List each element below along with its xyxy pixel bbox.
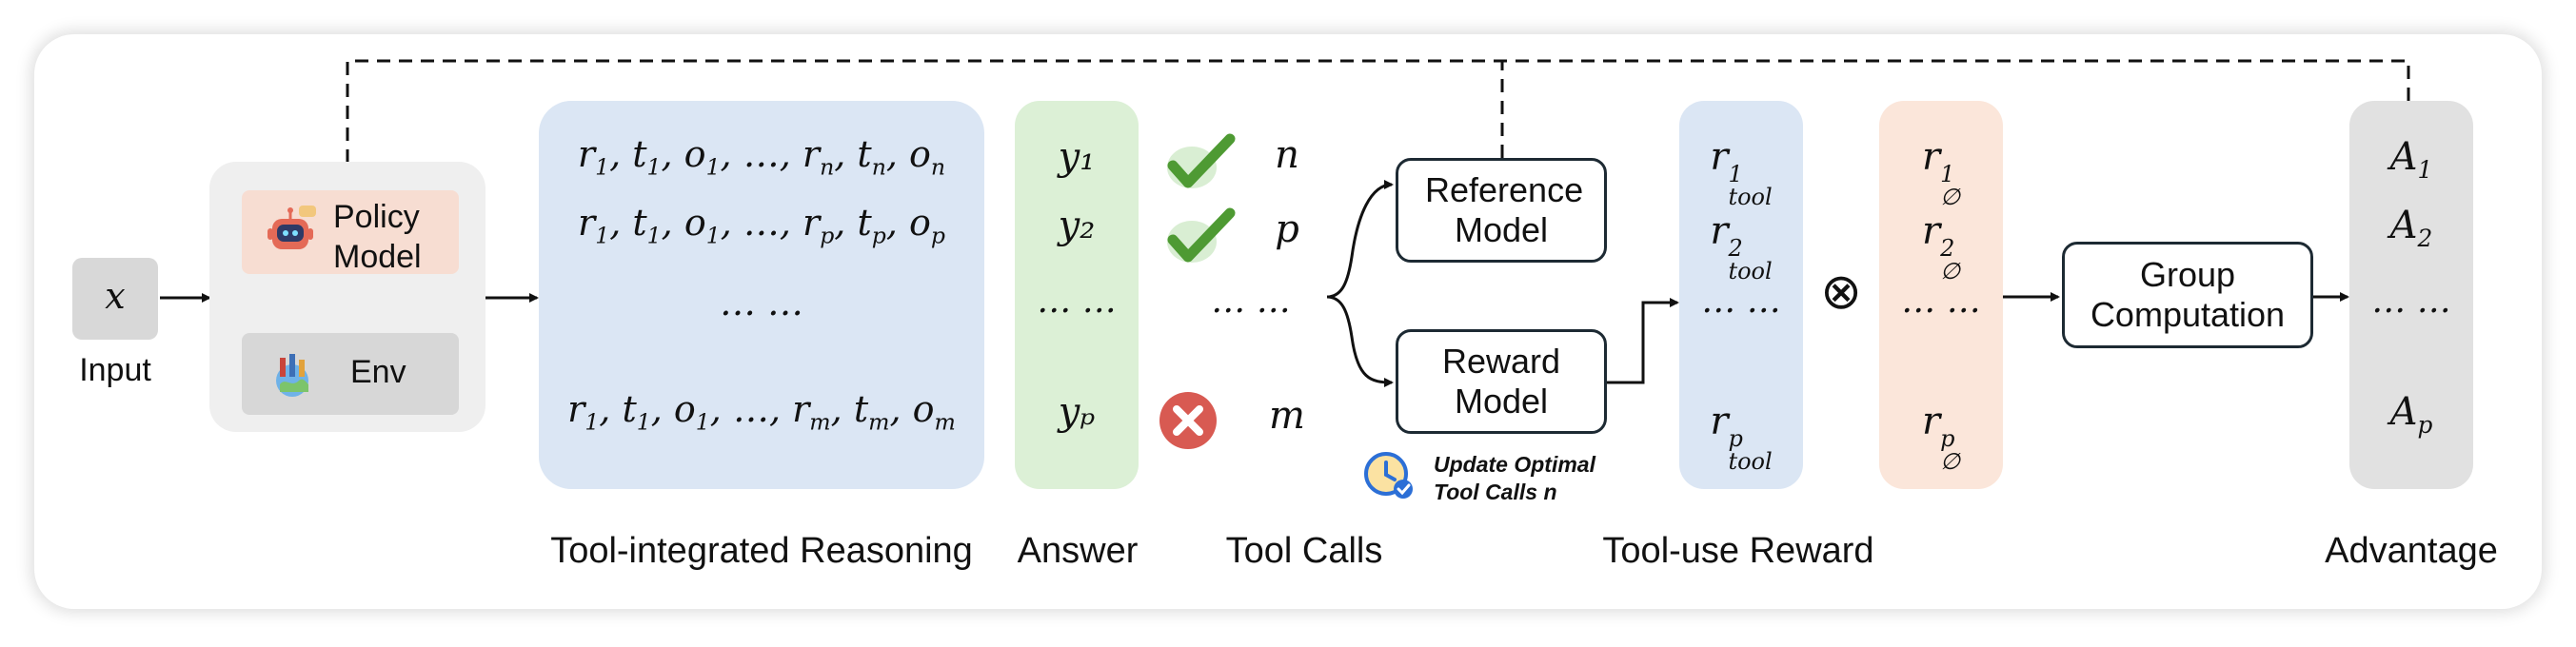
toolcall-ellipsis: … … [1211,282,1291,321]
reward-model-box: Reward Model [1396,329,1607,434]
answer-yp: yₚ [1058,390,1096,434]
check-icon [1167,207,1236,263]
reference-model-label: Reference Model [1425,169,1584,249]
arrow-reward-toolreward [1605,298,1679,384]
clock-check-icon [1364,452,1413,499]
answer-ellipsis: … … [1037,282,1117,321]
tool-reward-label: Tool-use Reward [1602,531,1874,571]
advantage-1: A1 [2389,135,2433,184]
reasoning-row: … … [719,282,804,324]
null-reward-panel [1879,101,2003,489]
robot-icon [268,206,316,249]
answer-panel [1015,101,1139,489]
advantage-2: A2 [2389,204,2433,252]
advantage-p: Ap [2389,390,2433,439]
answer-y1: y₁ [1058,135,1096,179]
multiply-operator: ⊗ [1820,265,1862,320]
advantage-panel [2349,101,2473,489]
policy-model-line1: Policy [333,199,420,235]
update-note-line1: Update Optimal [1434,452,1595,477]
globe-factory-icon [276,354,308,397]
reference-model-box: Reference Model [1396,158,1607,263]
toolcall-n: n [1275,133,1299,177]
policy-model-line2: Model [333,239,422,275]
toolcall-m: m [1269,394,1305,438]
cross-icon [1159,392,1217,449]
group-line1: Group [2139,254,2236,294]
reasoning-row: r1, t1, o1, …, rn, tn, on [577,133,946,181]
reasoning-row: r1, t1, o1, …, rm, tm, om [567,388,956,436]
advantage-ellipsis: … … [2371,282,2451,321]
tool-reward-ellipsis: … … [1701,282,1781,321]
reward-model-label: Reward Model [1441,341,1561,421]
check-icon [1167,133,1236,188]
answer-y2: y₂ [1058,204,1096,247]
advantage-label: Advantage [2325,531,2498,571]
input-symbol: x [105,275,126,317]
toolcall-p: p [1275,207,1299,251]
split-to-reward [1326,295,1394,387]
toolcalls-label: Tool Calls [1225,531,1383,571]
reasoning-panel [539,101,984,489]
split-to-reference [1326,180,1394,299]
group-line2: Computation [2090,295,2286,334]
update-note-line2: Tool Calls n [1434,480,1557,504]
null-reward-ellipsis: … … [1901,282,1981,321]
reasoning-row: r1, t1, o1, …, rp, tp, op [578,202,945,249]
input-box [72,258,158,340]
tool-reward-panel [1679,101,1803,489]
env-label: Env [350,354,406,390]
input-label: Input [79,352,151,388]
answer-label: Answer [1017,531,1139,571]
reasoning-label: Tool-integrated Reasoning [550,531,973,571]
